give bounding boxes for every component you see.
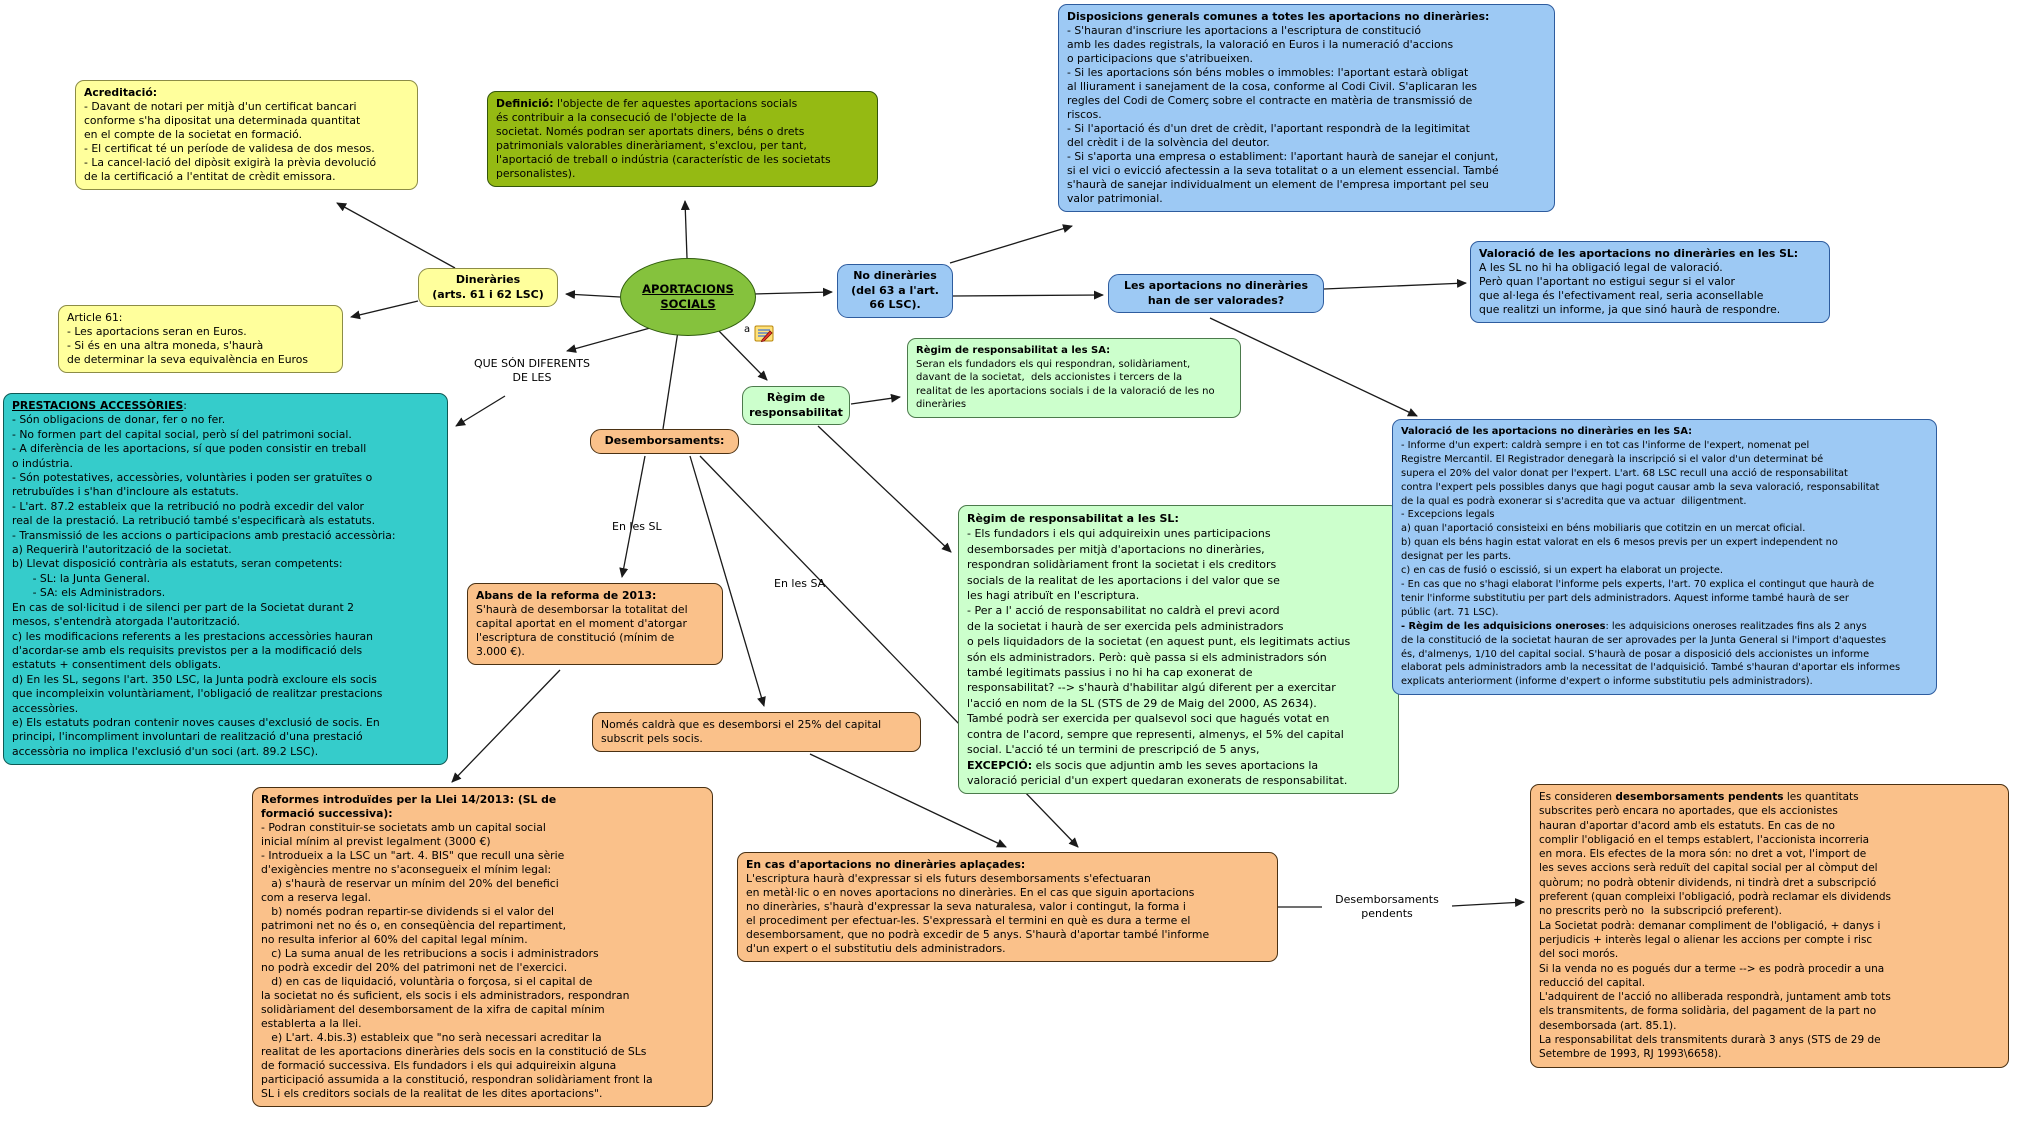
box-definicio-title: Definició: xyxy=(496,97,554,110)
box-pendents-bold: desemborsaments pendents xyxy=(1615,791,1784,803)
box-abans-reforma[interactable]: Abans de la reforma de 2013: S'haurà de … xyxy=(467,583,723,665)
central-concept-label: APORTACIONS SOCIALS xyxy=(642,282,734,311)
box-regim-sl-body: - Els fundadors i els qui adquireixin un… xyxy=(967,527,1351,757)
box-valoracio-sl[interactable]: Valoració de les aportacions no dineràri… xyxy=(1470,241,1830,323)
node-dinerarie[interactable]: Dineràries (arts. 61 i 62 LSC) xyxy=(418,268,558,307)
node-desemborsaments[interactable]: Desemborsaments: xyxy=(590,429,739,454)
note-with-pencil-icon xyxy=(754,325,774,343)
box-prestacions-title: PRESTACIONS ACCESSÒRIES xyxy=(12,399,184,412)
box-regim-sl-excepcio: EXCEPCIÓ: xyxy=(967,758,1033,772)
box-reformes-body: - Podran constituir-se societats amb un … xyxy=(261,821,653,1100)
box-regim-sa-title: Règim de responsabilitat a les SA: xyxy=(916,345,1111,356)
box-regim-sa-body: Seran els fundadors els qui respondran, … xyxy=(916,358,1215,411)
box-regim-sl-title: Règim de responsabilitat a les SL: xyxy=(967,512,1179,525)
link-label-en-les-sl: En les SL xyxy=(612,520,662,533)
box-valoracio-sa-body: - Informe d'un expert: caldrà sempre i e… xyxy=(1401,439,1880,618)
node-no-dinerarie-label: No dineràries (del 63 a l'art. 66 LSC). xyxy=(851,269,939,311)
annotation-note[interactable]: a xyxy=(744,324,775,345)
node-valorades[interactable]: Les aportacions no dineràries han de ser… xyxy=(1108,274,1324,313)
box-desemborsaments-pendents[interactable]: Es consideren desemborsaments pendents l… xyxy=(1530,784,2009,1068)
node-desemborsaments-label: Desemborsaments: xyxy=(604,434,725,447)
box-acreditacio-title: Acreditació: xyxy=(84,86,158,99)
link-label-que-son-diferents: QUE SÓN DIFERENTS DE LES xyxy=(473,357,591,384)
box-pendents-body-rest: les quantitats subscrites però encara no… xyxy=(1539,791,1891,1061)
node-regim-responsabilitat[interactable]: Règim de responsabilitat xyxy=(742,386,850,425)
box-valoracio-sa-title: Valoració de les aportacions no dineràri… xyxy=(1401,426,1693,437)
node-regim-label: Règim de responsabilitat xyxy=(749,391,843,419)
box-pendents-body: Es consideren xyxy=(1539,791,1616,803)
box-abans-body: S'haurà de desemborsar la totalitat del … xyxy=(476,603,688,658)
box-valoracio-sl-title: Valoració de les aportacions no dineràri… xyxy=(1479,247,1799,260)
box-disposicions-title: Disposicions generals comunes a totes le… xyxy=(1067,10,1490,23)
box-disposicions[interactable]: Disposicions generals comunes a totes le… xyxy=(1058,4,1555,212)
box-valoracio-sa[interactable]: Valoració de les aportacions no dineràri… xyxy=(1392,419,1937,696)
box-regim-sl[interactable]: Règim de responsabilitat a les SL: - Els… xyxy=(958,505,1399,795)
box-nomes-25[interactable]: Només caldrà que es desemborsi el 25% de… xyxy=(592,712,921,752)
box-definicio[interactable]: Definició: l'objecte de fer aquestes apo… xyxy=(487,91,878,187)
central-concept-aportacions-socials[interactable]: APORTACIONS SOCIALS xyxy=(620,258,756,336)
box-acreditacio-body: - Davant de notari per mitjà d'un certif… xyxy=(84,100,377,183)
box-en-cas-title: En cas d'aportacions no dineràries aplaç… xyxy=(746,858,1026,871)
box-nomes-body: Només caldrà que es desemborsi el 25% de… xyxy=(601,718,882,745)
node-no-dinerarie[interactable]: No dineràries (del 63 a l'art. 66 LSC). xyxy=(837,264,953,318)
box-article-61-body: Article 61: - Les aportacions seran en E… xyxy=(67,311,308,366)
box-prestacions-accessories[interactable]: PRESTACIONS ACCESSÒRIES: - Són obligacio… xyxy=(3,393,448,766)
box-prestacions-body: : - Són obligacions de donar, fer o no f… xyxy=(12,399,396,758)
annotation-letter: a xyxy=(744,324,751,335)
link-label-en-les-sa: En les SA xyxy=(774,577,826,590)
box-abans-title: Abans de la reforma de 2013: xyxy=(476,589,657,602)
box-reformes-llei-14-2013[interactable]: Reformes introduïdes per la Llei 14/2013… xyxy=(252,787,713,1107)
box-valoracio-sa-body-rest: : les adquisicions oneroses realitzades … xyxy=(1401,620,1901,688)
box-valoracio-sl-body: A les SL no hi ha obligació legal de val… xyxy=(1479,261,1781,316)
box-article-61[interactable]: Article 61: - Les aportacions seran en E… xyxy=(58,305,343,373)
box-valoracio-sa-oneroses: - Règim de les adquisicions oneroses xyxy=(1401,620,1606,632)
link-label-desemborsaments-pendents: Desemborsaments pendents xyxy=(1335,893,1439,920)
box-en-cas-body: L'escriptura haurà d'expressar si els fu… xyxy=(746,872,1210,955)
box-en-cas-aplacades[interactable]: En cas d'aportacions no dineràries aplaç… xyxy=(737,852,1278,962)
box-regim-sa[interactable]: Règim de responsabilitat a les SA: Seran… xyxy=(907,338,1241,418)
box-acreditacio[interactable]: Acreditació: - Davant de notari per mitj… xyxy=(75,80,418,190)
box-disposicions-body: - S'hauran d'inscriure les aportacions a… xyxy=(1067,24,1499,205)
node-valorades-label: Les aportacions no dineràries han de ser… xyxy=(1123,279,1309,307)
box-definicio-body: l'objecte de fer aquestes aportacions so… xyxy=(496,97,831,180)
node-dinerarie-label: Dineràries (arts. 61 i 62 LSC) xyxy=(432,273,544,301)
box-regim-sl-body-rest: els socis que adjuntin amb les seves apo… xyxy=(967,758,1348,787)
box-reformes-title: Reformes introduïdes per la Llei 14/2013… xyxy=(261,793,557,820)
